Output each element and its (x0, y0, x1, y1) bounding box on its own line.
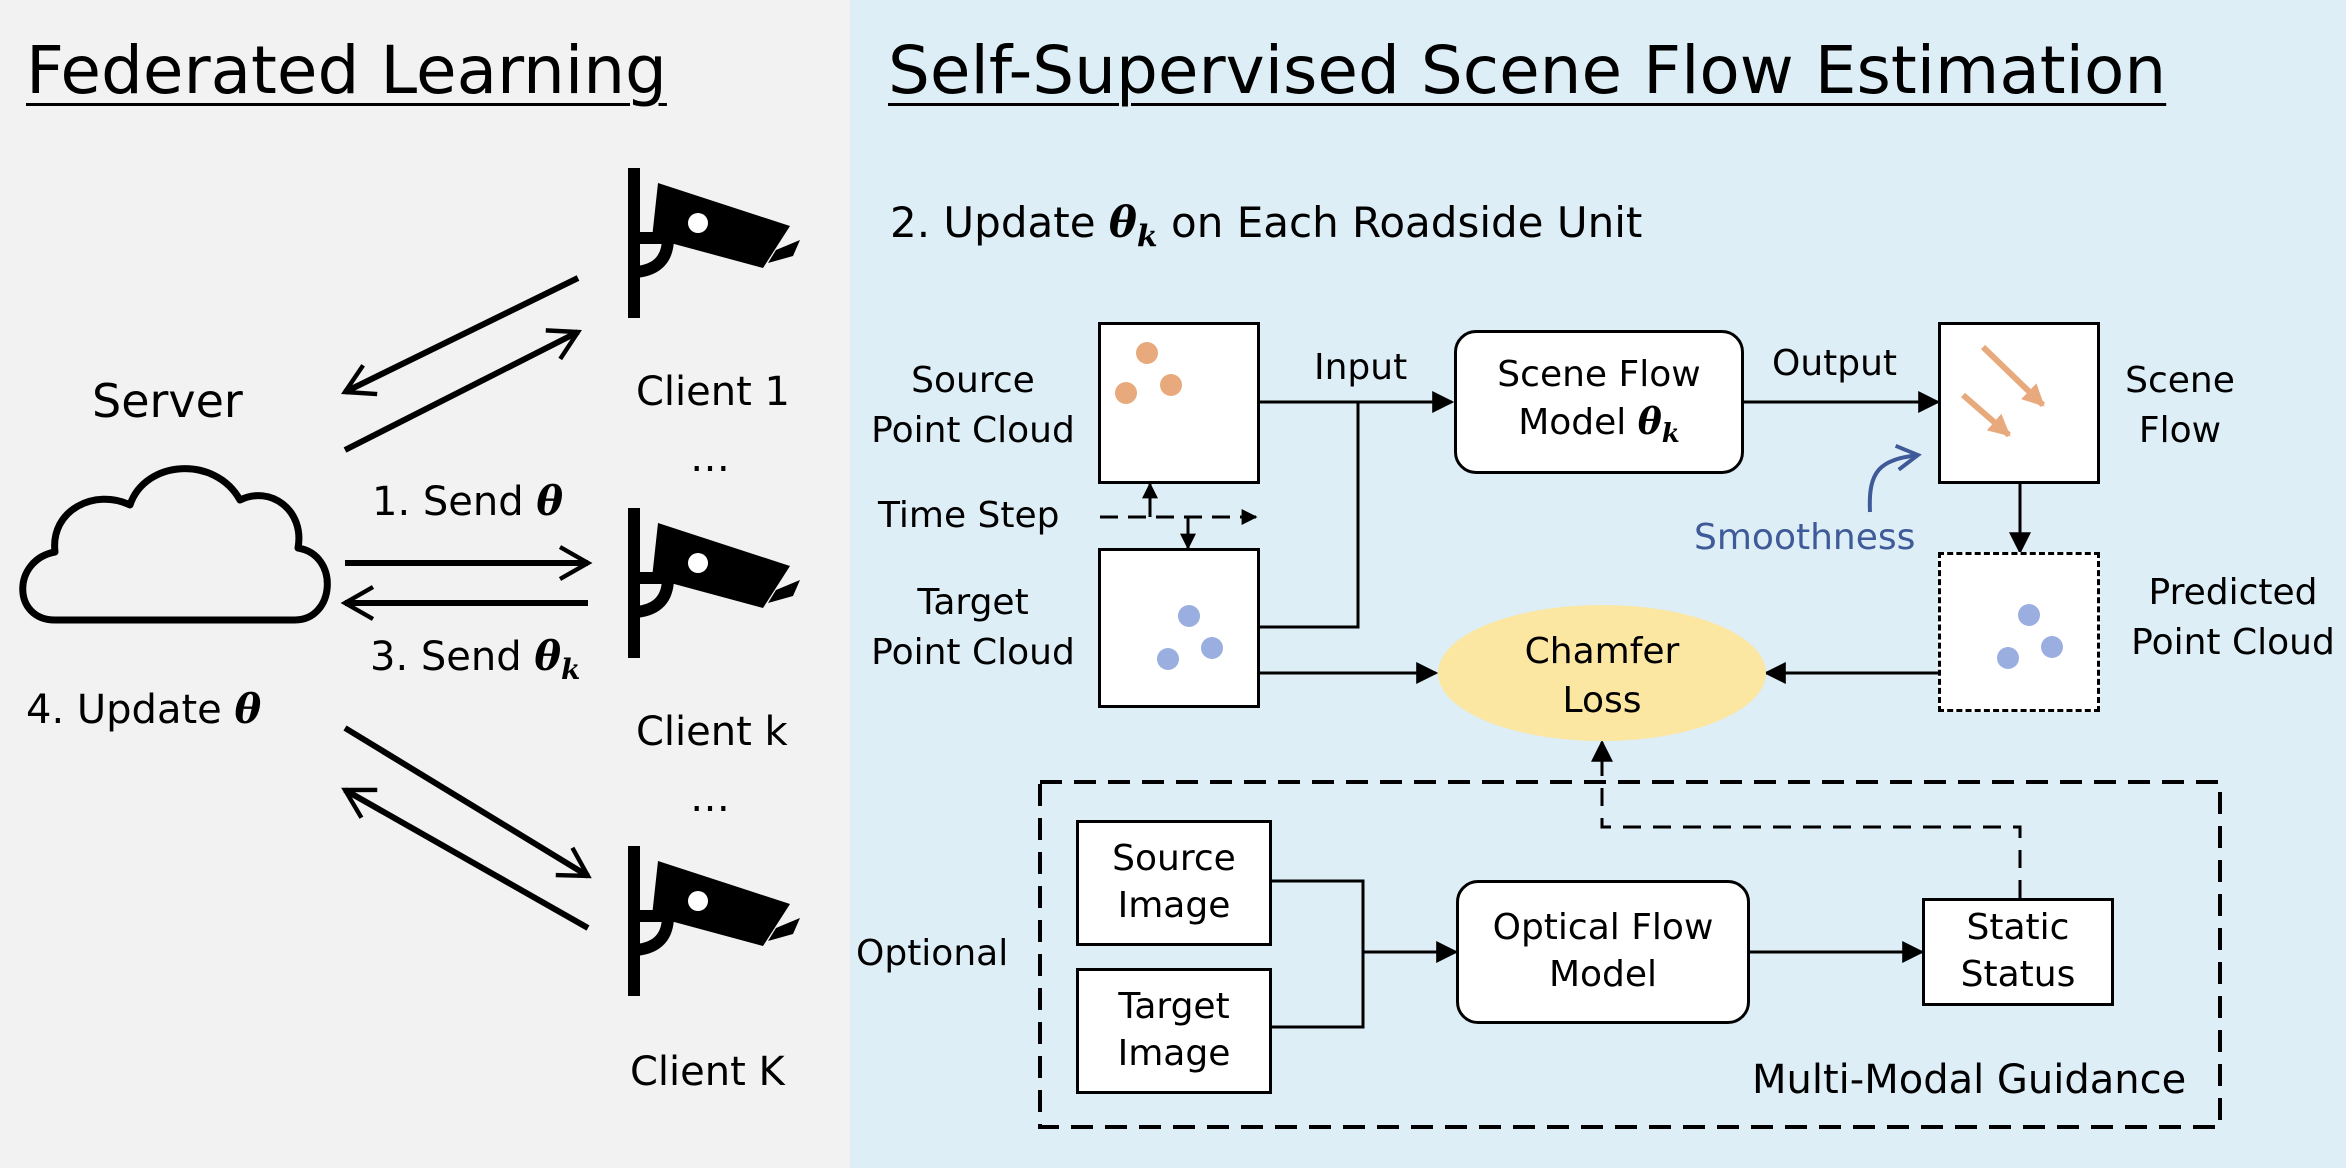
client-1-label: Client 1 (636, 369, 790, 415)
predicted-point (2018, 604, 2040, 626)
source-point (1115, 382, 1137, 404)
target-point-cloud-box (1098, 548, 1260, 708)
client-K-label: Client K (630, 1049, 785, 1095)
source-point (1136, 342, 1158, 364)
target-point (1201, 637, 1223, 659)
arrow-clientK-to-server (341, 787, 590, 931)
multi-modal-guidance-region (1038, 780, 2222, 1129)
input-label: Input (1314, 347, 1408, 388)
server-label: Server (92, 374, 243, 428)
target-point (1178, 605, 1200, 627)
client-k-label: Client k (636, 709, 788, 755)
multi-modal-guidance-label: Multi-Modal Guidance (1752, 1057, 2187, 1103)
smoothness-label: Smoothness (1694, 517, 1916, 558)
predicted-point (2041, 636, 2063, 658)
flow-arrow (1961, 392, 2011, 438)
source-point (1160, 374, 1182, 396)
step1-label: 1. Send θ (372, 478, 564, 525)
cloud-icon (19, 465, 331, 624)
flow-arrow (1980, 344, 2046, 408)
scene-flow-box (1938, 322, 2100, 484)
output-label: Output (1772, 343, 1898, 384)
target-points (1157, 605, 1223, 670)
predicted-points (1997, 604, 2063, 669)
flow-arrows (1961, 344, 2046, 438)
smoothness-arrow (1867, 444, 1922, 513)
predicted-point (1997, 647, 2019, 669)
ellipsis-1: … (690, 435, 730, 481)
scene-flow-title: Self-Supervised Scene Flow Estimation (888, 32, 2167, 109)
target-point (1157, 648, 1179, 670)
step2-label: 2. Update θk on Each Roadside Unit (890, 198, 1643, 255)
source-points (1115, 342, 1182, 404)
arrow-client1-to-server (341, 275, 580, 397)
optional-label: Optional (856, 933, 1009, 974)
predicted-point-cloud-box (1938, 552, 2100, 712)
arrow-server-to-clientK (343, 725, 592, 879)
scene-flow-model-box: Scene Flow Model θk (1454, 330, 1744, 474)
arrow-server-to-client1 (343, 328, 582, 453)
ellipsis-2: … (690, 775, 730, 821)
step3-label: 3. Send θk (370, 633, 581, 686)
federated-learning-title: Federated Learning (26, 32, 667, 109)
time-step-label: Time Step (878, 495, 1060, 536)
source-point-cloud-box (1098, 322, 1260, 484)
step4-label: 4. Update θ (26, 686, 262, 733)
chamfer-loss-ellipse (1438, 605, 1766, 741)
